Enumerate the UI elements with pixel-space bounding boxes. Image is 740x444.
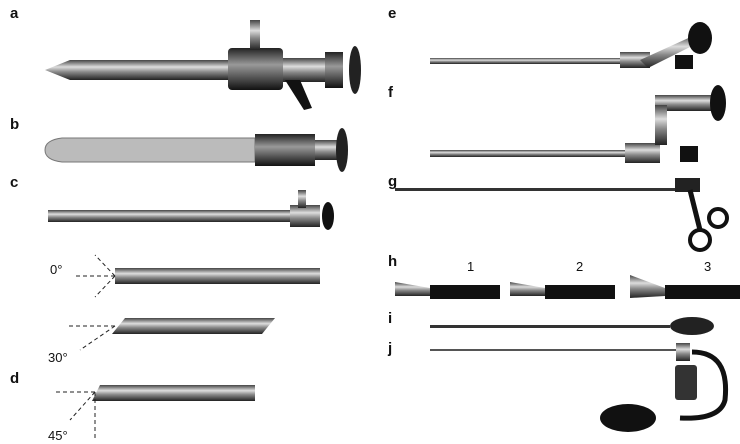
panel-label-i: i: [388, 310, 393, 327]
angle-label-30: 30°: [48, 350, 68, 365]
jaw-tips-h: [395, 275, 740, 299]
panel-label-d: d: [10, 370, 20, 387]
trocar-a: [45, 20, 361, 110]
forceps-g: [395, 178, 729, 252]
jaw-number-3: 3: [704, 259, 712, 274]
scope-e: [430, 22, 712, 69]
panel-label-b: b: [10, 116, 20, 133]
scope-f: [430, 85, 726, 163]
panel-label-j: j: [388, 340, 393, 357]
telescope-tips: [55, 254, 320, 440]
angle-label-45: 45°: [48, 428, 68, 443]
jaw-number-2: 2: [576, 259, 584, 274]
jaw-number-1: 1: [467, 259, 475, 274]
panel-label-h: h: [388, 253, 398, 270]
instrument-j: [430, 343, 729, 432]
panel-label-f: f: [388, 84, 393, 101]
trocar-b: [44, 128, 348, 172]
instrument-i: [430, 317, 714, 335]
telescope-c: [48, 190, 334, 230]
panel-label-g: g: [388, 173, 398, 190]
angle-label-0: 0°: [50, 262, 63, 277]
panel-label-e: e: [388, 5, 397, 22]
panel-label-a: a: [10, 5, 19, 22]
panel-label-c: c: [10, 174, 19, 191]
